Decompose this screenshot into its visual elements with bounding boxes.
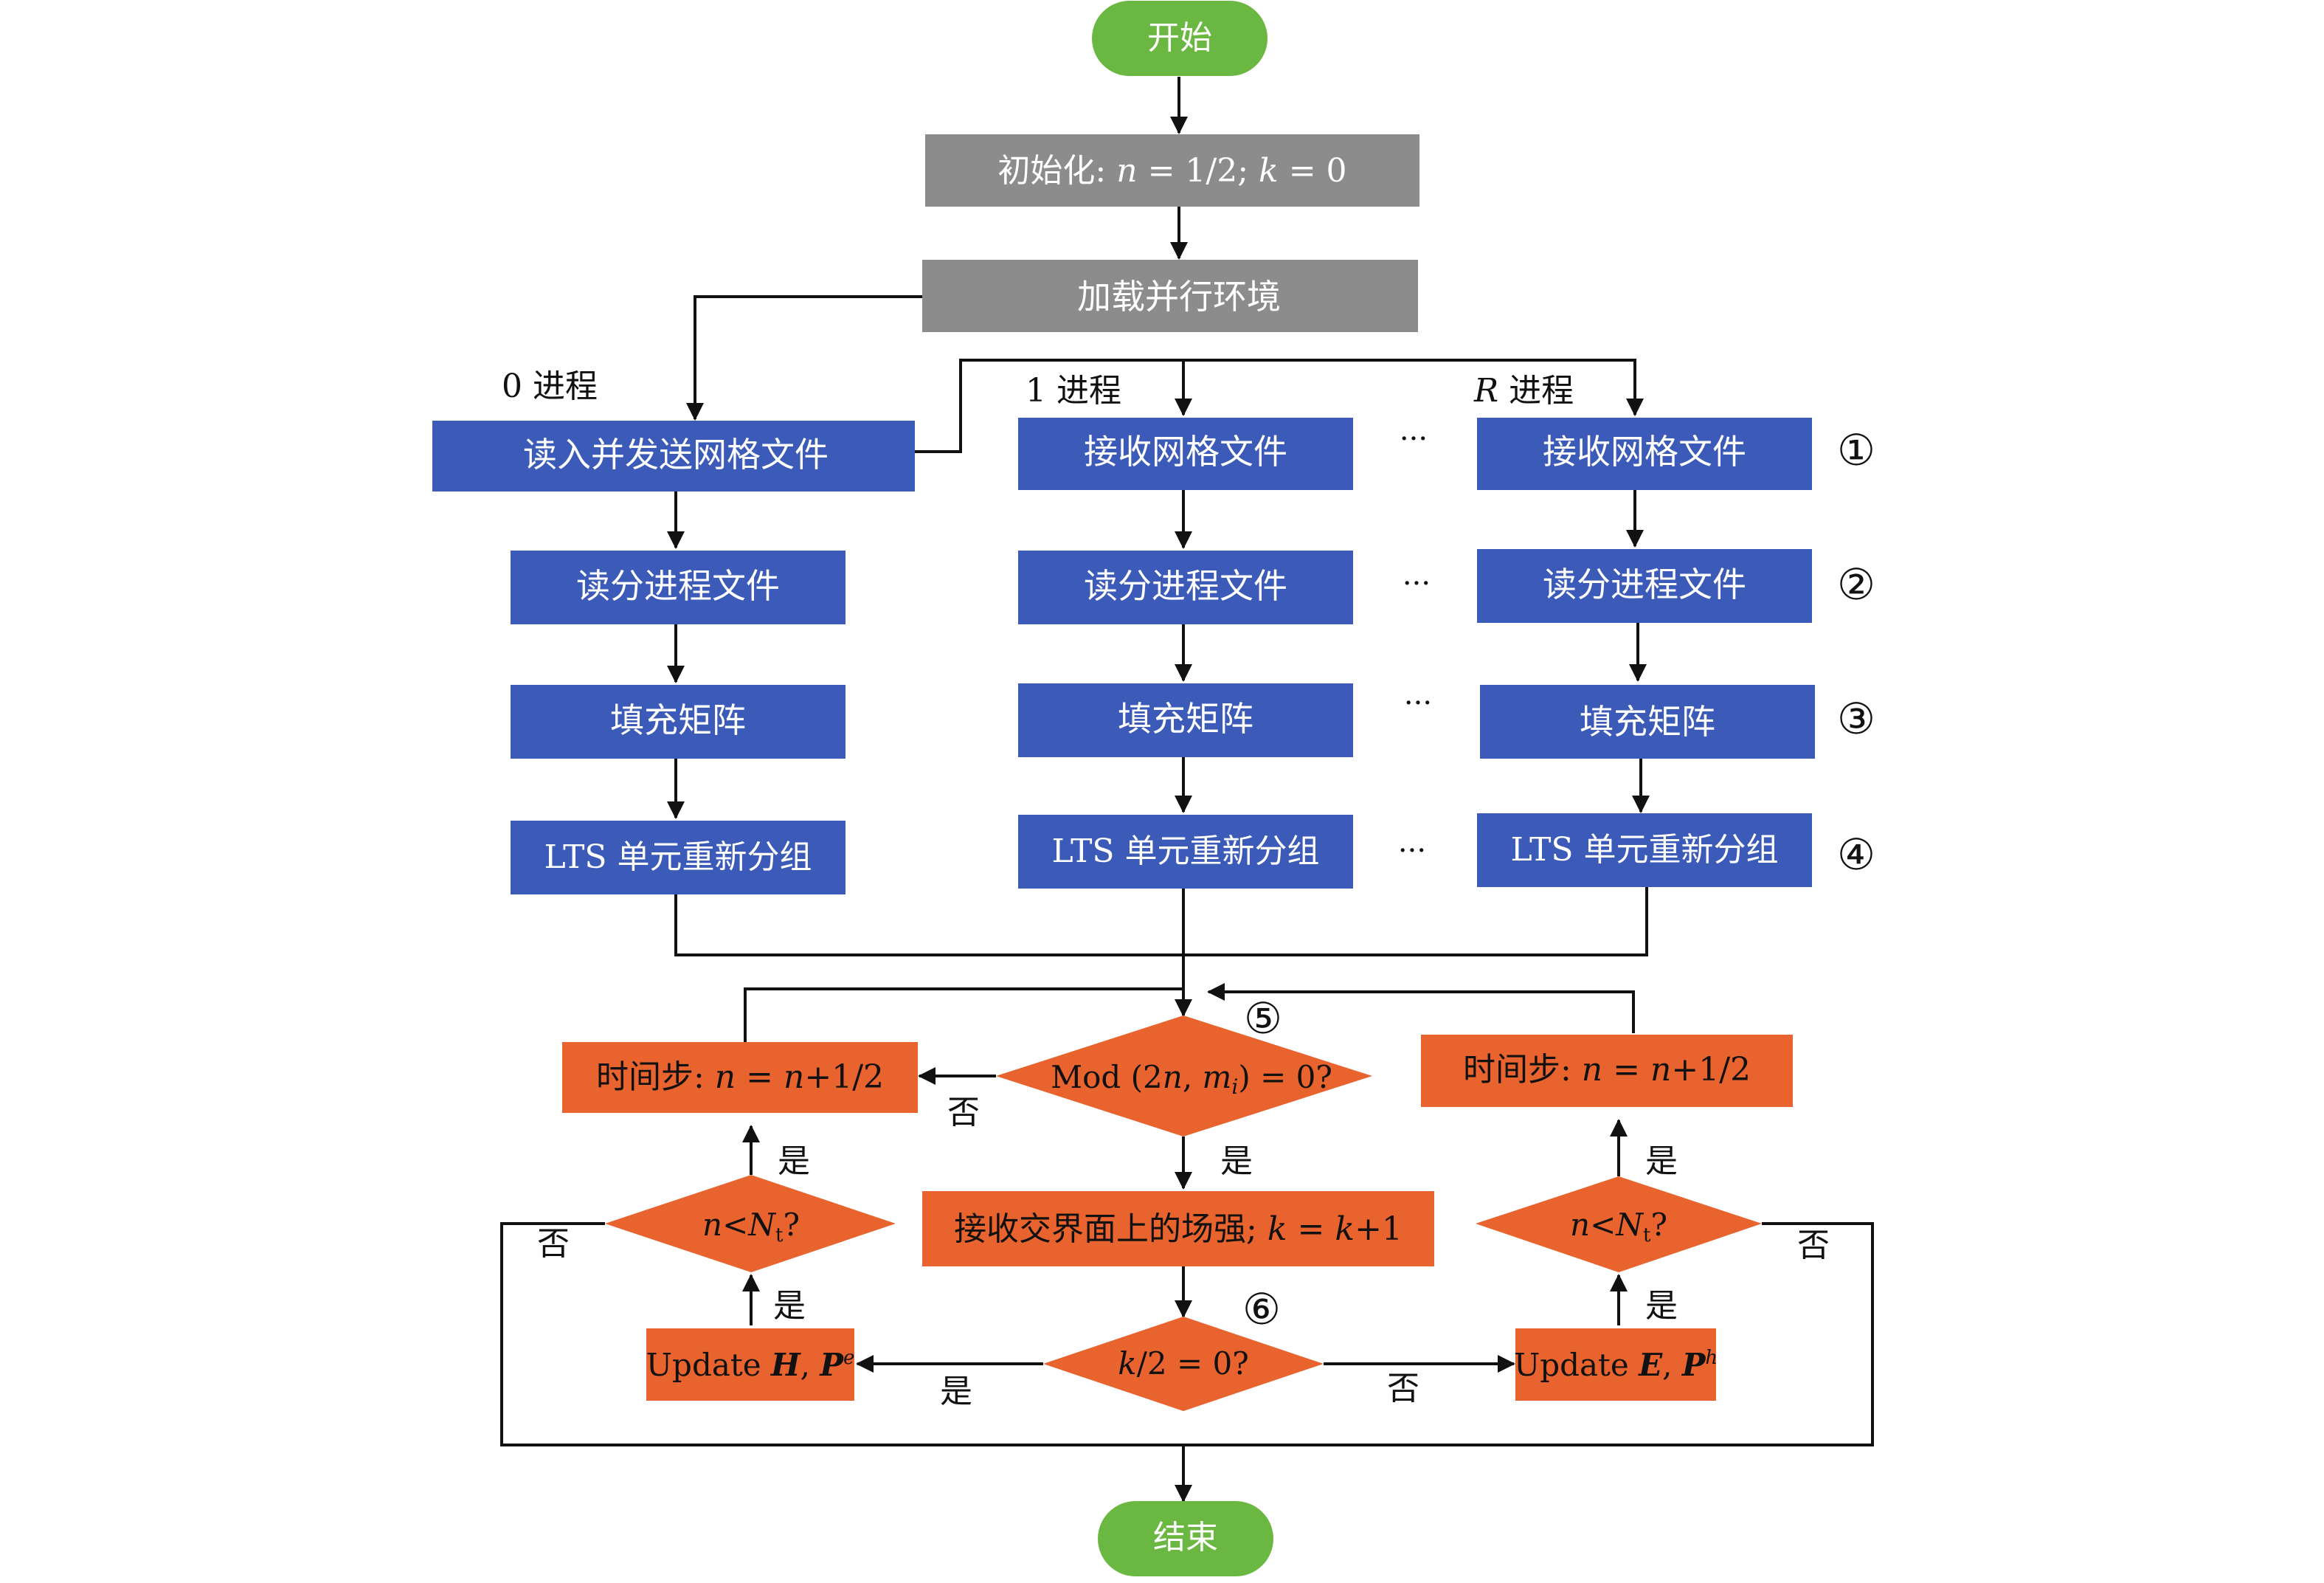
edge-left-timestep-loop [744,987,1183,1042]
edge-label-nt-left-yes: 是 [778,1142,810,1180]
svg-text:Update H, Pe: Update H, Pe [646,1347,855,1383]
ellipsis-row-3: ··· [1404,686,1432,720]
load-env-box: 加载并行环境 [922,260,1418,332]
svg-text:读分进程文件: 读分进程文件 [576,566,780,606]
edge-label-update-hp-yes: 是 [773,1287,806,1325]
p1-lts-box: LTS 单元重新分组 [1018,815,1353,889]
p1-receive-box: 接收网格文件 [1018,418,1353,490]
edge-label-nt-left-no: 否 [537,1225,570,1263]
init-box: 初始化: n = 1/2; k = 0 [925,134,1419,207]
edge-label-mod-yes: 是 [1220,1142,1253,1180]
svg-text:时间步: n = n+1/2: 时间步: n = n+1/2 [596,1058,884,1096]
svg-text:填充矩阵: 填充矩阵 [1118,699,1253,739]
svg-text:LTS 单元重新分组: LTS 单元重新分组 [544,838,812,876]
edge-merge-left [674,884,1648,956]
pR-lts-box: LTS 单元重新分组 [1477,813,1812,887]
timestep-left-box: 时间步: n = n+1/2 [562,1042,918,1113]
p0-read-send-box: 读入并发送网格文件 [432,421,915,492]
p1-fill-matrix-box: 填充矩阵 [1018,683,1353,757]
step-marker-5: ⑤ [1244,993,1282,1044]
edge-label-k-yes: 是 [940,1373,972,1410]
edge-label-nt-right-no: 否 [1797,1227,1830,1264]
svg-text:时间步: n = n+1/2: 时间步: n = n+1/2 [1463,1051,1751,1089]
step-marker-2: ② [1837,559,1875,610]
edge-label-mod-no: 否 [947,1094,980,1131]
svg-text:LTS 单元重新分组: LTS 单元重新分组 [1510,831,1778,869]
init-label: 初始化: n = 1/2; k = 0 [997,152,1346,190]
step-marker-4: ④ [1837,830,1875,880]
recv-interface-box: 接收交界面上的场强; k = k+1 [922,1191,1434,1266]
load-env-label: 加载并行环境 [1077,277,1281,317]
edge-load-p0 [686,295,922,421]
svg-text:LTS 单元重新分组: LTS 单元重新分组 [1051,832,1319,870]
svg-text:读分进程文件: 读分进程文件 [1543,565,1746,604]
svg-text:接收网格文件: 接收网格文件 [1084,432,1287,472]
svg-text:n<Nt?: n<Nt? [1570,1207,1667,1246]
end-label: 结束 [1153,1519,1218,1556]
process-R-label: R 进程 [1473,372,1574,410]
end-node: 结束 [1098,1501,1273,1576]
timestep-right-box: 时间步: n = n+1/2 [1421,1035,1793,1107]
edge-label-k-no: 否 [1387,1370,1419,1407]
svg-text:读分进程文件: 读分进程文件 [1084,566,1287,606]
edge-label-update-ep-yes: 是 [1645,1287,1678,1325]
start-label: 开始 [1147,19,1212,57]
pR-fill-matrix-box: 填充矩阵 [1480,685,1815,759]
pR-receive-box: 接收网格文件 [1477,418,1812,490]
p0-fill-matrix-box: 填充矩阵 [511,685,845,759]
step-marker-1: ① [1837,425,1875,475]
svg-text:填充矩阵: 填充矩阵 [610,700,746,740]
p1-read-proc-box: 读分进程文件 [1018,551,1353,624]
edge-label-nt-right-yes: 是 [1645,1142,1678,1180]
edge-nt-left-no [500,1222,1874,1446]
svg-text:读入并发送网格文件: 读入并发送网格文件 [523,435,829,475]
k-check-diamond: k/2 = 0? [1043,1317,1324,1411]
connectors [500,77,1874,1503]
svg-text:Mod (2n, mi) = 0?: Mod (2n, mi) = 0? [1051,1059,1332,1099]
start-node: 开始 [1092,1,1268,76]
step-marker-3: ③ [1837,694,1875,744]
edge-p0-broadcast [915,359,1644,453]
svg-text:n<Nt?: n<Nt? [702,1207,800,1246]
ellipsis-row-4: ··· [1398,834,1426,868]
svg-text:k/2 = 0?: k/2 = 0? [1118,1345,1248,1382]
svg-text:Update E, Ph: Update E, Ph [1514,1347,1718,1383]
mod-check-diamond: Mod (2n, mi) = 0? [996,1015,1372,1137]
update-ep-box: Update E, Ph [1514,1328,1718,1401]
ellipsis-row-2: ··· [1403,567,1431,601]
update-hp-box: Update H, Pe [646,1328,855,1401]
svg-text:填充矩阵: 填充矩阵 [1580,702,1715,742]
svg-text:接收网格文件: 接收网格文件 [1543,432,1746,472]
process-0-label: 0 进程 [502,368,598,405]
svg-text:接收交界面上的场强; k = k+1: 接收交界面上的场强; k = k+1 [954,1210,1403,1248]
ellipsis-row-1: ··· [1400,422,1428,456]
p0-read-proc-box: 读分进程文件 [511,551,845,624]
pR-read-proc-box: 读分进程文件 [1477,549,1812,623]
step-marker-6: ⑥ [1242,1284,1281,1334]
edge-right-timestep-loop [1207,983,1635,1033]
nt-check-right-diamond: n<Nt? [1476,1176,1762,1272]
p0-lts-box: LTS 单元重新分组 [511,821,845,894]
nt-check-left-diamond: n<Nt? [605,1175,896,1272]
process-1-label: 1 进程 [1026,372,1121,410]
